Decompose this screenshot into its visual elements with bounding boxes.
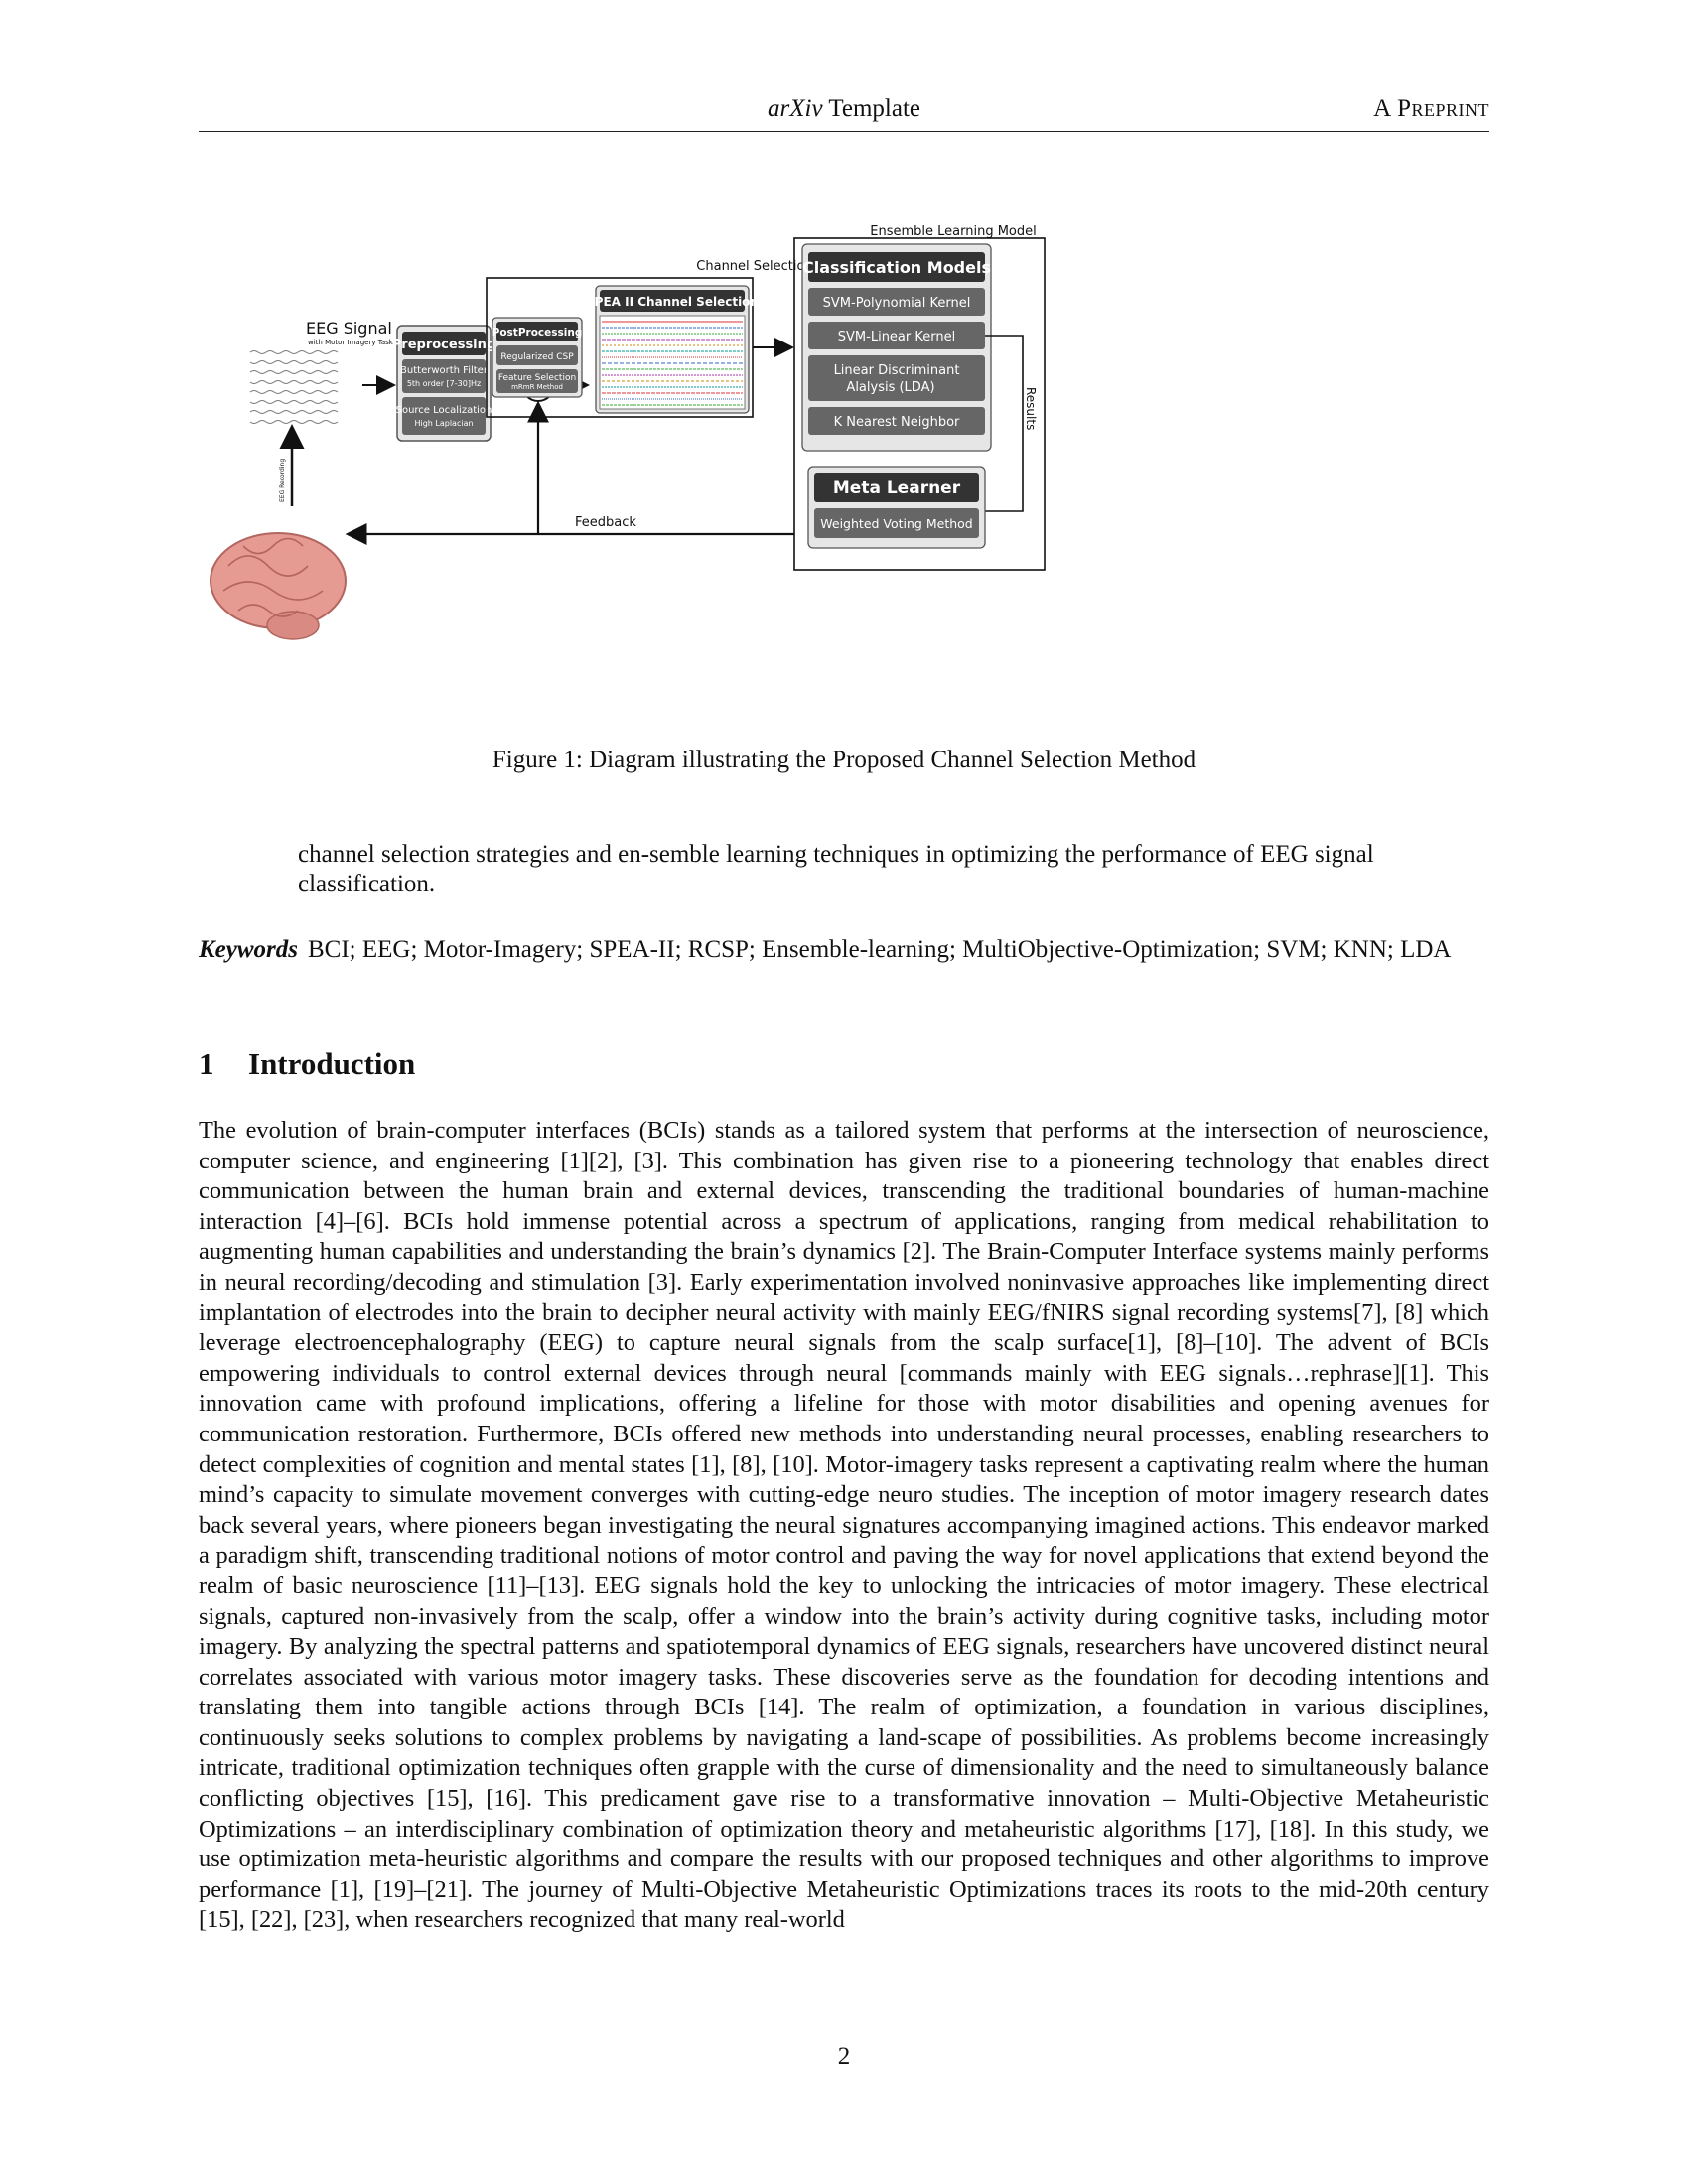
spea-title: SPEA II Channel Selection — [586, 295, 759, 309]
brain-image — [210, 532, 347, 640]
meta-learner-item: Weighted Voting Method — [820, 516, 972, 531]
classifier-lda-line1: Linear Discriminant — [834, 363, 960, 378]
postprocessing-item2: Feature Selection — [498, 373, 576, 383]
spea-eeg-traces — [602, 321, 743, 406]
results-label: Results — [1024, 387, 1038, 430]
results-connector — [985, 335, 1024, 512]
classifier-lda-line2: Alalysis (LDA) — [846, 380, 934, 395]
meta-learner-box: Meta Learner Weighted Voting Method — [807, 466, 986, 549]
eeg-signal-traces — [249, 350, 339, 424]
figure-caption: Figure 1: Diagram illustrating the Propo… — [492, 747, 1196, 773]
channel-selection-label: Channel Selection — [696, 259, 812, 274]
preprocessing-item2-sub: High Laplacian — [414, 419, 473, 428]
preprocessing-item1-sub: 5th order [7-30]Hz — [407, 379, 481, 388]
eeg-recording-label: EEG Recording — [279, 459, 286, 502]
feedback-label: Feedback — [575, 515, 636, 530]
eeg-signal-sublabel: with Motor Imagery Task — [308, 339, 394, 346]
section-title: Introduction — [248, 1046, 416, 1081]
preprocessing-item2: Source Localization — [396, 405, 492, 416]
classifier-knn: K Nearest Neighbor — [834, 415, 960, 430]
header-title: arXiv Template — [199, 95, 1489, 123]
keywords-text: BCI; EEG; Motor-Imagery; SPEA-II; RCSP; … — [308, 936, 1452, 963]
page-number: 2 — [837, 2043, 851, 2070]
classification-title: Classification Models — [802, 258, 991, 277]
preprocessing-box: Preprocessing Butterworth Filter 5th ord… — [392, 325, 495, 442]
preprocessing-item1: Butterworth Filter — [400, 365, 489, 376]
pipeline-diagram: EEG Signal with Motor Imagery Task EEG R… — [210, 224, 1046, 640]
header-title-italic: arXiv — [768, 95, 823, 122]
classification-box: Classification Models SVM-Polynomial Ker… — [801, 243, 992, 452]
postprocessing-box: PostProcessing Regularized CSP Feature S… — [492, 317, 583, 398]
body-paragraph: The evolution of brain-computer interfac… — [199, 1117, 1489, 1934]
header-title-rest: Template — [822, 95, 920, 122]
ensemble-container — [793, 237, 1046, 571]
postprocessing-title: PostProcessing — [492, 327, 583, 339]
meta-learner-title: Meta Learner — [833, 478, 961, 498]
eeg-signal-label: EEG Signal — [306, 319, 392, 338]
postprocessing-item1: Regularized CSP — [500, 352, 574, 362]
classifier-svm-linear: SVM-Linear Kernel — [838, 330, 955, 344]
figure-1: EEG Signal with Motor Imagery Task EEG R… — [199, 208, 1489, 715]
running-header: arXiv Template A Preprint — [199, 91, 1489, 132]
header-preprint: A Preprint — [1373, 95, 1489, 122]
postprocessing-item2-sub: mRmR Method — [511, 383, 563, 391]
classifier-svm-poly: SVM-Polynomial Kernel — [823, 296, 971, 311]
keywords: Keywords BCI; EEG; Motor-Imagery; SPEA-II… — [199, 935, 1489, 965]
preprocessing-title: Preprocessing — [392, 338, 495, 352]
keywords-label: Keywords — [199, 936, 298, 963]
section-heading: 1 Introduction — [199, 1046, 415, 1082]
spea-box: SPEA II Channel Selection — [586, 285, 759, 414]
abstract-tail: channel selection strategies and en-semb… — [298, 841, 1374, 897]
ensemble-label: Ensemble Learning Model — [870, 224, 1036, 239]
section-number: 1 — [199, 1046, 214, 1081]
